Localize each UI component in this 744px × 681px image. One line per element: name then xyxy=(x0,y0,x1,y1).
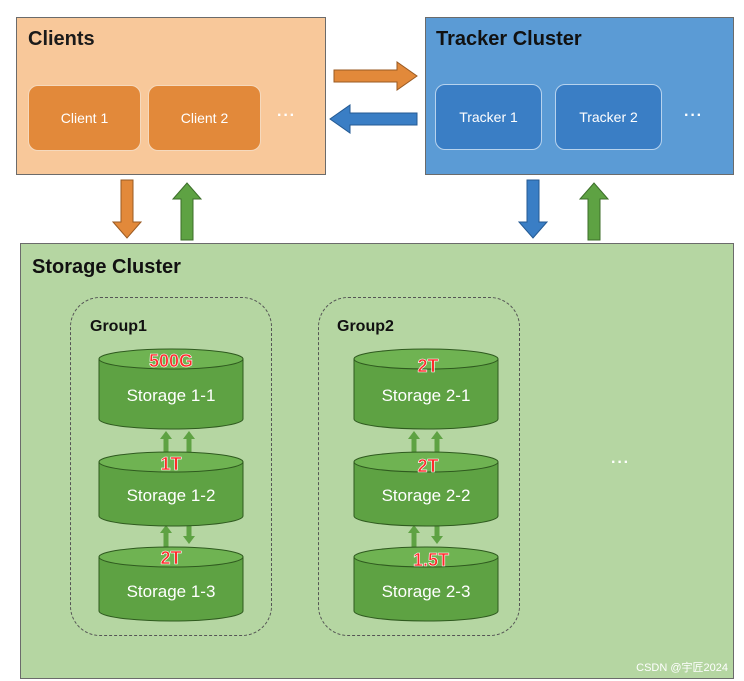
arrow-tracker-to-storage xyxy=(517,179,549,239)
clients-title: Clients xyxy=(28,28,95,50)
group2-box xyxy=(318,297,520,636)
storage-1-2-cylinder: Storage 1-2 1T xyxy=(98,451,244,527)
tracker-1-node: Tracker 1 xyxy=(435,84,542,150)
csdn-watermark: CSDN @宇匠2024 xyxy=(636,662,728,674)
client-1-node: Client 1 xyxy=(28,85,141,151)
clients-more-ellipsis: ··· xyxy=(277,107,296,124)
storage-1-3-cylinder: Storage 1-3 2T xyxy=(98,546,244,622)
storage-2-3-label: Storage 2-3 xyxy=(382,582,471,601)
group2-sync-arrow-2-3 xyxy=(408,525,420,548)
arrow-clients-to-storage xyxy=(111,179,143,239)
storage-2-2-capacity: 2T xyxy=(417,456,438,476)
group1-box xyxy=(70,297,272,636)
storage-1-1-cylinder: Storage 1-1 500G xyxy=(98,348,244,430)
tracker-cluster-title: Tracker Cluster xyxy=(436,28,582,50)
storage-1-3-capacity: 2T xyxy=(160,548,181,568)
storage-2-1-cylinder: Storage 2-1 2T xyxy=(353,348,499,430)
storage-1-1-label: Storage 1-1 xyxy=(127,386,216,405)
storage-1-2-capacity: 1T xyxy=(160,454,181,474)
storage-1-3-label: Storage 1-3 xyxy=(127,582,216,601)
arrow-tracker-to-clients xyxy=(329,104,418,134)
storage-1-2-label: Storage 1-2 xyxy=(127,486,216,505)
storage-1-1-capacity: 500G xyxy=(149,351,193,371)
storage-more-ellipsis: ··· xyxy=(611,454,630,471)
storage-2-3-cylinder: Storage 2-3 1.5T xyxy=(353,546,499,622)
storage-cluster-title: Storage Cluster xyxy=(32,256,181,278)
tracker-2-node: Tracker 2 xyxy=(555,84,662,150)
arrow-storage-to-clients xyxy=(171,182,203,241)
group2-label: Group2 xyxy=(337,318,394,335)
group1-label: Group1 xyxy=(90,318,147,335)
arrow-clients-to-tracker xyxy=(333,61,418,91)
storage-2-2-label: Storage 2-2 xyxy=(382,486,471,505)
storage-2-1-label: Storage 2-1 xyxy=(382,386,471,405)
client-2-node: Client 2 xyxy=(148,85,261,151)
tracker-more-ellipsis: ··· xyxy=(684,107,703,124)
storage-2-3-capacity: 1.5T xyxy=(413,550,449,570)
group1-sync-arrow-2-3 xyxy=(160,525,172,548)
arrow-storage-to-tracker xyxy=(578,182,610,241)
storage-2-1-capacity: 2T xyxy=(417,356,438,376)
storage-2-2-cylinder: Storage 2-2 2T xyxy=(353,451,499,527)
